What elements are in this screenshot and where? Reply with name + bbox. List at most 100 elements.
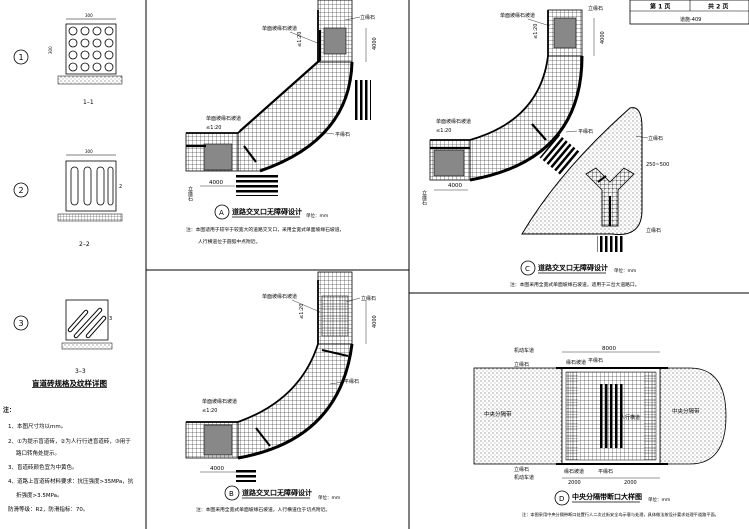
tile-dot — [104, 62, 114, 72]
a-dim-vert: 4000 — [372, 37, 378, 50]
d-dim-b: 2000 — [624, 480, 637, 486]
d-flat-top: 平缘石 — [588, 357, 603, 364]
drawing-number: 道施-409 — [680, 16, 701, 23]
a-note-2: 人行横道位于圆弧中点附近。 — [198, 238, 260, 245]
c-ramp-label-2: 单面坡缘石坡道 — [436, 118, 471, 125]
tile-dot — [80, 62, 90, 72]
d-ramp-top: 缘石坡道 — [566, 359, 586, 366]
notes-title: 注： — [3, 406, 15, 414]
tile-dot — [68, 50, 78, 60]
sheet-label: 第 1 页 — [649, 3, 670, 11]
note-line-1: 1、本图尺寸均以mm。 — [8, 422, 66, 430]
d-unit: 单位：mm — [648, 496, 670, 503]
detail-3: 3 3 3–3 — [13, 299, 113, 375]
tile-dot — [92, 62, 102, 72]
detail-3-label: 3–3 — [75, 368, 86, 375]
detail-3-side-mark: 3 — [109, 316, 112, 322]
diagram-d: 8000 机动车道 立缘石 缘石坡道 平缘石 中央分隔带 中央分隔带 人行横道 … — [473, 346, 727, 518]
tile-dot — [80, 38, 90, 48]
b-curb-label: 立缘石 — [361, 295, 376, 302]
detail-2-label: 2–2 — [79, 241, 90, 248]
tile-dot — [80, 26, 90, 36]
c-curb-label-2: 立缘石 — [648, 135, 663, 142]
d-median-left: 中央分隔带 — [484, 410, 512, 418]
c-dim-vert: 4000 — [600, 31, 606, 44]
detail-3-marker: 3 — [19, 319, 24, 328]
d-dim-total: 8000 — [602, 346, 616, 352]
detail-1-dim-top: 300 — [85, 13, 93, 18]
note-line-4: 3、盲道砖颜色宜为中黄色。 — [8, 463, 78, 471]
d-median-right: 中央分隔带 — [672, 407, 700, 415]
d-title: 中央分隔带断口大样图 — [572, 492, 642, 501]
detail-1: 1 300 300 1–1 — [13, 13, 123, 106]
diagram-c: 单面坡缘石坡道 ≤1:20 立缘石 4000 单面坡缘石坡道 ≤1:20 平缘石… — [421, 5, 669, 288]
a-circle: A — [219, 209, 224, 217]
note-line-2: 2、①为提示盲道砖，②为人行行进盲道砖，③用于 — [8, 437, 131, 445]
note-line-7: 防滑等级：R2，防滑指标：70。 — [8, 505, 88, 513]
b-slope-2: ≤1:20 — [202, 408, 217, 414]
d-circle: D — [559, 495, 564, 503]
a-note-1: 注：本图适用于较窄于较宽大的道路交叉口，采用全宽式单面坡缘石坡道， — [186, 226, 344, 233]
c-dim-4000: 4000 — [448, 183, 462, 189]
tile-dot — [104, 50, 114, 60]
tile-dot — [92, 38, 102, 48]
d-note: 注：本图采用中央分隔带断口处置行人二次过街安全岛示意与处理，具体做法按设计要求处… — [522, 511, 719, 518]
panel-frames — [145, 0, 749, 529]
left-heading: 盲道砖规格及纹样详图 — [32, 378, 107, 388]
tile-dot — [92, 50, 102, 60]
a-curb-label: 立缘石 — [360, 14, 375, 21]
title-block: 第 1 页 共 2 页 道施-409 — [629, 0, 749, 25]
d-curb-bottom: 立缘石 — [514, 466, 529, 473]
c-unit: 单位：mm — [614, 267, 636, 274]
note-line-3: 路口转角处提示。 — [16, 449, 60, 457]
a-unit: 单位：mm — [306, 212, 328, 219]
tile-dot — [68, 62, 78, 72]
c-side-curb: 立缘石 — [421, 189, 427, 206]
detail-1-dim-side: 300 — [48, 46, 53, 54]
diagram-b: 单面坡缘石坡道 ≤1:20 立缘石 4000 单面坡缘石坡道 ≤1:20 平缘石… — [185, 271, 378, 513]
c-ramp-label: 单面坡缘石坡道 — [500, 12, 535, 19]
detail-2-side-mark: 2 — [119, 184, 122, 190]
b-ramp-label-2: 单面坡缘石坡道 — [202, 398, 237, 405]
b-slope: ≤1:20 — [299, 304, 305, 319]
b-unit: 单位：mm — [318, 494, 340, 501]
b-circle: B — [229, 490, 234, 498]
d-crosswalk: 人行横道 — [620, 414, 640, 421]
b-dim-vert: 4000 — [372, 315, 378, 328]
a-slope: ≤1:20 — [297, 32, 303, 47]
c-flat-curb: 平缘石 — [578, 128, 593, 135]
tile-dot — [68, 38, 78, 48]
c-title: 道路交叉口无障碍设计 — [538, 263, 608, 272]
b-title: 道路交叉口无障碍设计 — [242, 488, 312, 497]
b-note: 注：本图采用全宽式单面坡缘石坡道，人行横道位于切点附近。 — [196, 506, 330, 513]
c-note: 注：本图采用全宽式单面坡缘石坡道，适用于三岔大道路口。 — [510, 281, 640, 288]
a-ramp-label: 单面坡缘石坡道 — [262, 25, 297, 32]
detail-1-marker: 1 — [19, 53, 24, 62]
left-panel: 1 300 300 1–1 2 300 2 2–2 3 — [3, 13, 134, 513]
b-dim-4000: 4000 — [210, 466, 224, 472]
detail-1-dot-pattern — [68, 26, 114, 72]
detail-2: 2 300 2 2–2 — [13, 149, 123, 248]
d-motor-top: 机动车道 — [514, 347, 534, 354]
tile-dot — [80, 50, 90, 60]
d-ramp-bottom: 缘石坡道 — [564, 468, 584, 475]
diagram-a: 单面坡缘石坡道 ≤1:20 立缘石 4000 单面坡缘石坡道 ≤1:20 平缘石… — [185, 0, 378, 245]
total-label: 共 2 页 — [708, 3, 728, 11]
a-slope-2: ≤1:20 — [206, 125, 221, 131]
b-flat-curb: 平缘石 — [344, 378, 359, 385]
detail-2-dim-top: 300 — [85, 149, 93, 154]
a-side-curb: 立缘石 — [187, 185, 193, 202]
tile-dot — [104, 38, 114, 48]
c-dim-range: 250~500 — [646, 162, 669, 168]
d-flat-bottom: 平缘石 — [598, 468, 613, 475]
c-circle: C — [525, 265, 530, 273]
a-ramp-label-2: 单面坡缘石坡道 — [206, 115, 241, 122]
note-line-5: 4、道路上盲道砖材料要求：抗压强度>35MPa，抗 — [8, 477, 134, 485]
a-dim-4000: 4000 — [209, 180, 223, 186]
d-curb-top: 立缘石 — [514, 361, 529, 368]
detail-2-marker: 2 — [19, 186, 24, 195]
b-ramp-label: 单面坡缘石坡道 — [262, 293, 297, 300]
d-motor-bottom: 机动车道 — [514, 474, 534, 481]
c-slope-2: ≤1:20 — [436, 128, 451, 134]
